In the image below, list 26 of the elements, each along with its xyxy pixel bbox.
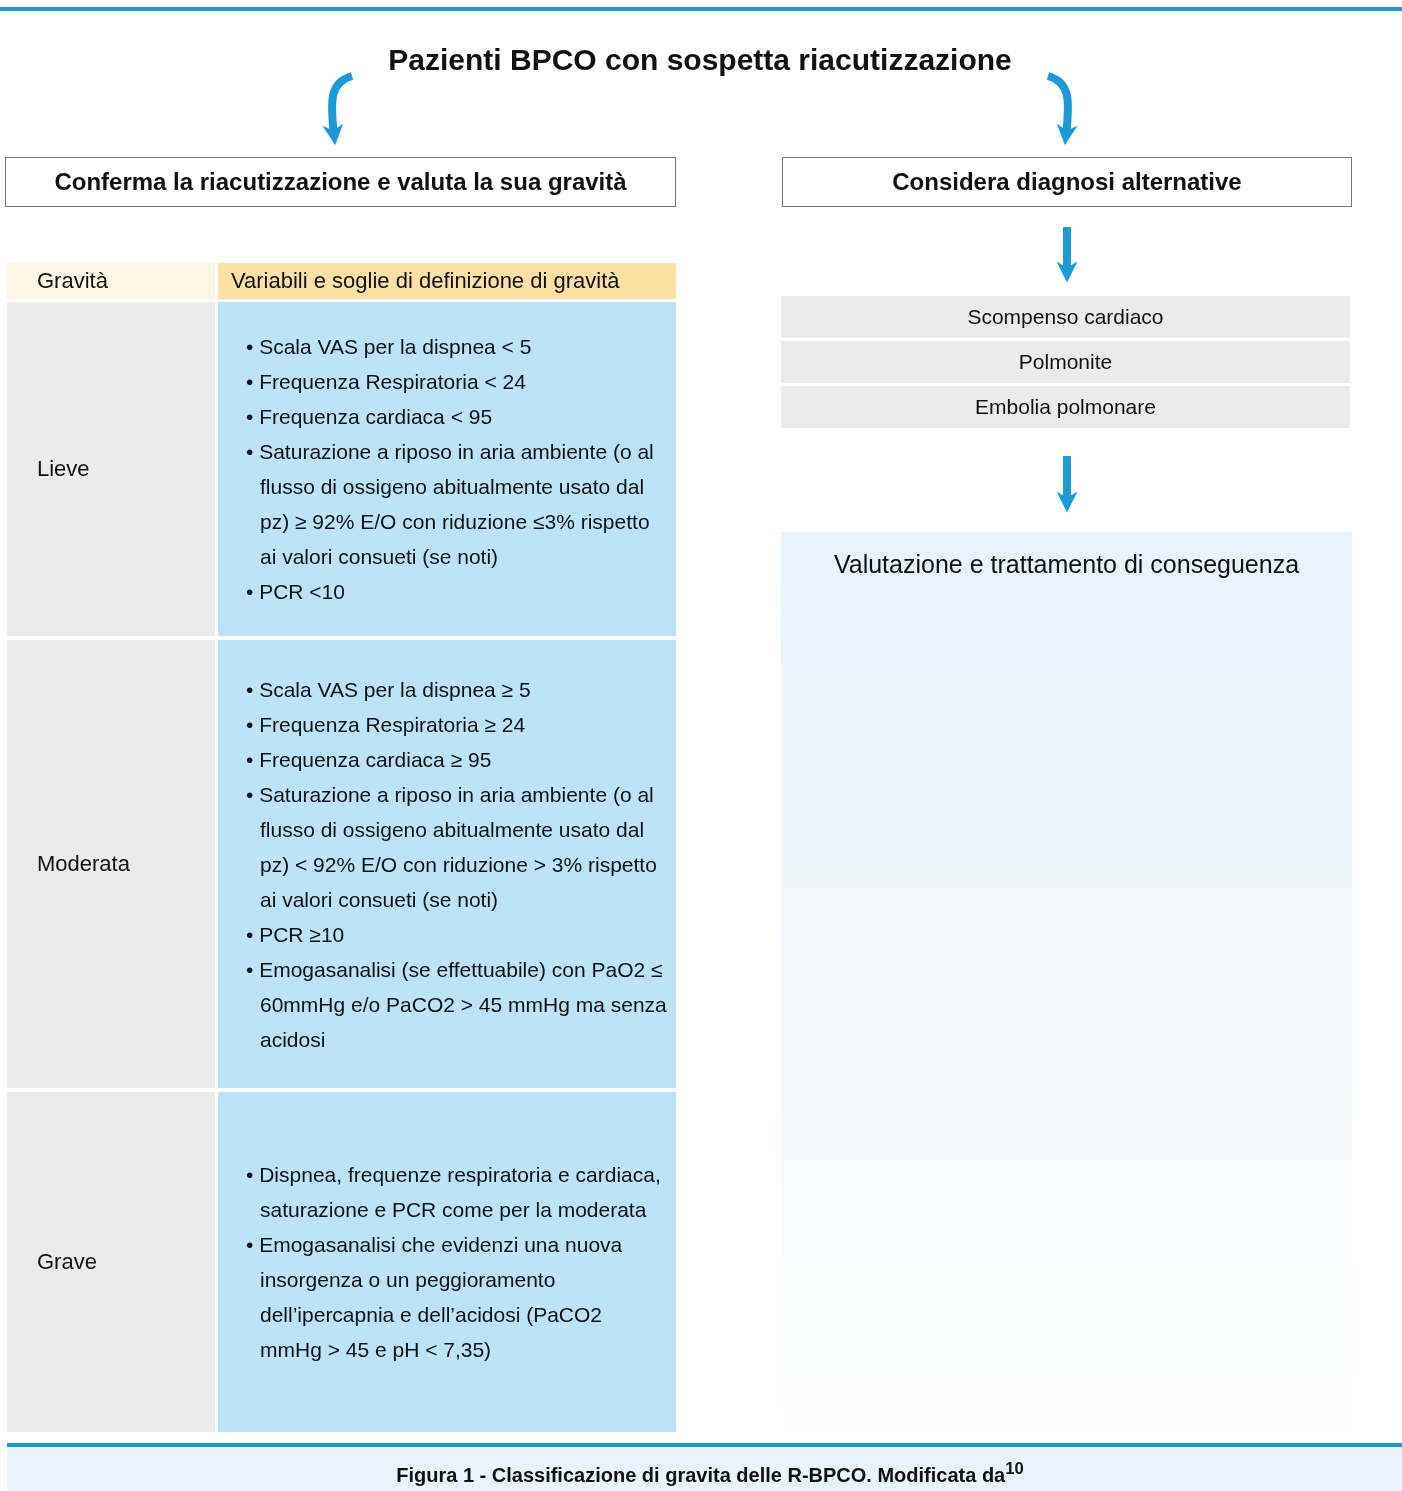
panel-heading: Valutazione e trattamento di conseguenza — [833, 550, 1300, 579]
process-box: Conferma la riacutizzazione e valuta la sua gravità — [5, 157, 676, 207]
header-cell: Gravità — [7, 263, 215, 299]
list-item: • Saturazione a riposo in aria ambiente (o al flusso di ossigeno abitualmente usato dal pz) ≥ 92% E/O con riduzione ≤3% rispetto ai valori consueti (se noti) — [246, 439, 655, 570]
diagnosis-band: Polmonite — [781, 341, 1350, 383]
list-item: • Dispnea, frequenze respiratoria e cardiaca, saturazione e PCR come per la moderata — [246, 1162, 662, 1223]
list-item: • Frequenza cardiaca < 95 — [246, 404, 494, 430]
list-item: • Emogasanalisi (se effettuabile) con PaO2 ≤ 60mmHg e/o PaCO2 > 45 mmHg ma senza acidosi — [246, 956, 668, 1053]
list-item: • Emogasanalisi che evidenzi una nuova insorgenza o un peggioramento dell’ipercapnia e dell’acidosi (PaCO2 mmHg > 45 e pH < 7,35) — [246, 1232, 624, 1363]
header-cell: Variabili e soglie di definizione di gravità — [218, 263, 676, 299]
list-item: • Scala VAS per la dispnea < 5 — [246, 334, 533, 360]
list-item: • PCR <10 — [246, 579, 346, 605]
list-item: • Frequenza cardiaca ≥ 95 — [246, 746, 493, 773]
table-cell: Moderata — [7, 640, 215, 1088]
list-item: • PCR ≥10 — [246, 921, 346, 948]
list-item: • Scala VAS per la dispnea ≥ 5 — [246, 676, 532, 703]
table-cell: Grave — [7, 1092, 215, 1432]
diagnosis-band: Embolia polmonare — [781, 386, 1350, 428]
title-text: Pazienti BPCO con sospetta riacutizzazione — [356, 38, 1044, 82]
list-item: • Frequenza Respiratoria ≥ 24 — [246, 711, 527, 738]
figure-caption: Figura 1 - Classificazione di gravita delle R-BPCO. Modificata da$^{10}$ — [395, 1459, 1025, 1487]
process-box: Considera diagnosi alternative — [782, 157, 1352, 207]
table-cell: Lieve — [7, 302, 215, 636]
list-item: • Frequenza Respiratoria < 24 — [246, 369, 527, 395]
list-item: • Saturazione a riposo in aria ambiente (o al flusso di ossigeno abitualmente usato dal pz) < 92% E/O con riduzione > 3% rispetto ai valori consueti (se noti) — [246, 781, 658, 913]
diagnosis-band: Scompenso cardiaco — [781, 296, 1350, 338]
